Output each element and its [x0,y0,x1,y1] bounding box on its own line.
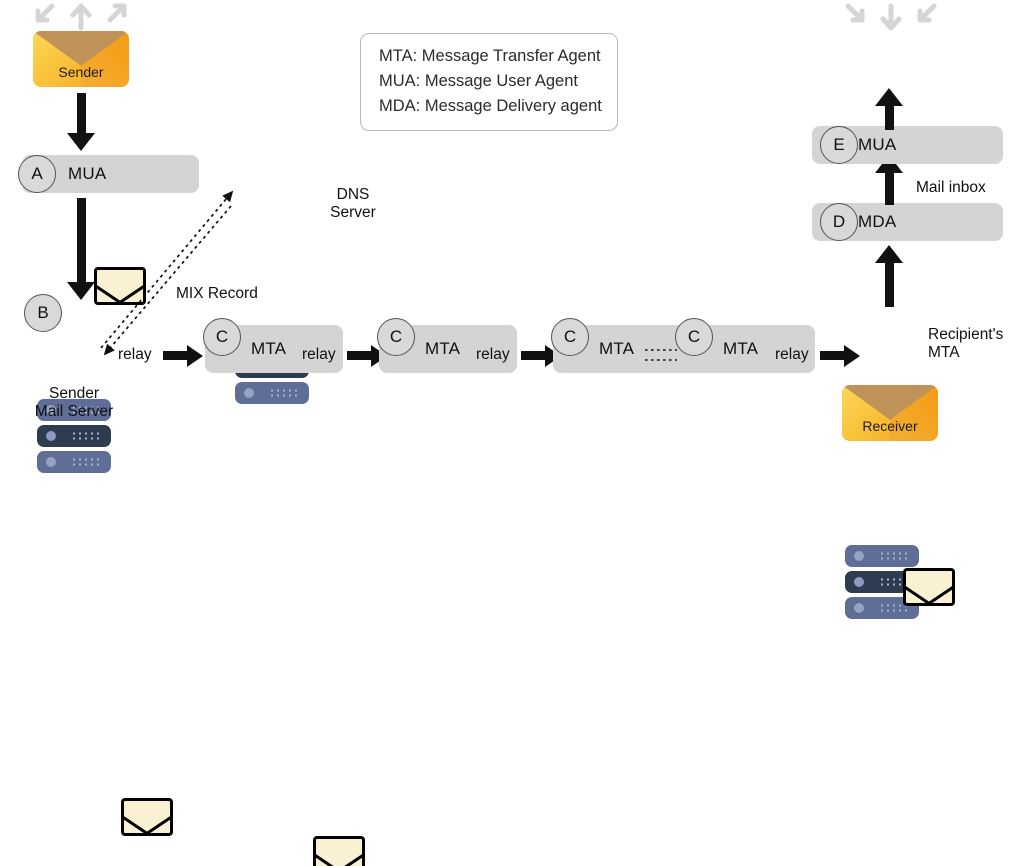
sender-mail-server-label-line2: Mail Server [34,403,114,420]
badge-b-letter: B [37,303,49,322]
badge-e-letter: E [833,135,845,154]
node-mua-sender-label: MUA [68,164,107,183]
badge-b: B [24,294,62,332]
server-bar-top [37,399,111,421]
mix-record-label: MIX Record [176,285,258,302]
legend-line-mda: MDA: Message Delivery agent [379,97,602,115]
sender-decor-arrows-icon [35,3,127,31]
badge-d-letter: D [832,212,846,231]
dotted-ellipsis-connector [645,349,677,361]
recipient-mta-label-line2: MTA [928,344,960,361]
receiver-decor-arrows-icon [845,3,937,31]
sender-mail-server-label-line1: Sender [49,385,99,402]
badge-a-letter: A [31,164,43,183]
arrow-relay-4 [820,345,860,367]
dns-server-label-line2: Server [330,204,376,221]
arrow-recipientmta-to-mda [875,245,905,307]
legend-line-mta: MTA: Message Transfer Agent [379,47,601,65]
badge-c-3-letter: C [563,327,577,346]
relay-label-2: relay [302,346,336,363]
badge-c-4-letter: C [687,327,701,346]
envelope-icon-mda-in [903,568,955,606]
badge-c-3: C [551,318,589,356]
email-flow-diagram: Sender MUA A B Sender Mail Server DNS Se… [0,0,1016,433]
arrow-relay-1 [163,345,203,367]
server-bar-bottom [37,451,111,473]
relay-label-3: relay [476,346,510,363]
arrow-mua-to-mailserver [66,198,96,303]
badge-c-4: C [675,318,713,356]
arrow-sender-to-mua [66,93,96,151]
legend-box: MTA: Message Transfer Agent MUA: Message… [360,33,618,131]
badge-c-1-letter: C [215,327,229,346]
recipient-mta-label: Recipient's MTA [928,326,1016,362]
badge-c-1: C [203,318,241,356]
receiver-envelope: Receiver [842,385,938,441]
mail-inbox-label: Mail inbox [916,179,986,196]
envelope-icon-relay-2 [313,836,365,866]
sender-label: Sender [58,64,104,80]
relay-label-4: relay [775,346,809,363]
node-mta-2-label: MTA [425,339,461,358]
envelope-icon-relay-1 [121,798,173,836]
node-mta-4-label: MTA [723,339,759,358]
badge-e: E [820,126,858,164]
sender-mail-server-label: Sender Mail Server [9,385,139,421]
badge-d: D [820,203,858,241]
node-mta-1-label: MTA [251,339,287,358]
receiver-label: Receiver [862,418,918,434]
recipient-server-bar-top [845,545,919,567]
node-mta-3-label: MTA [599,339,635,358]
badge-a: A [18,155,56,193]
badge-c-2-letter: C [389,327,403,346]
arrow-mua-to-receiver [875,88,905,130]
dns-server-label-line1: DNS [336,186,370,203]
server-bar-middle [37,425,111,447]
envelope-icon-mua-out [94,267,146,305]
dotted-dns-query-arrows [100,190,234,355]
sender-envelope: Sender [33,31,129,87]
node-mda-label: MDA [858,212,897,231]
node-mua-receiver-label: MUA [858,135,897,154]
dns-server-label: DNS Server [315,186,391,222]
legend-line-mua: MUA: Message User Agent [379,72,578,90]
recipient-mta-label-line1: Recipient's [928,326,1004,343]
relay-label-1: relay [118,346,152,363]
badge-c-2: C [377,318,415,356]
dns-server-bar-bottom [235,382,309,404]
